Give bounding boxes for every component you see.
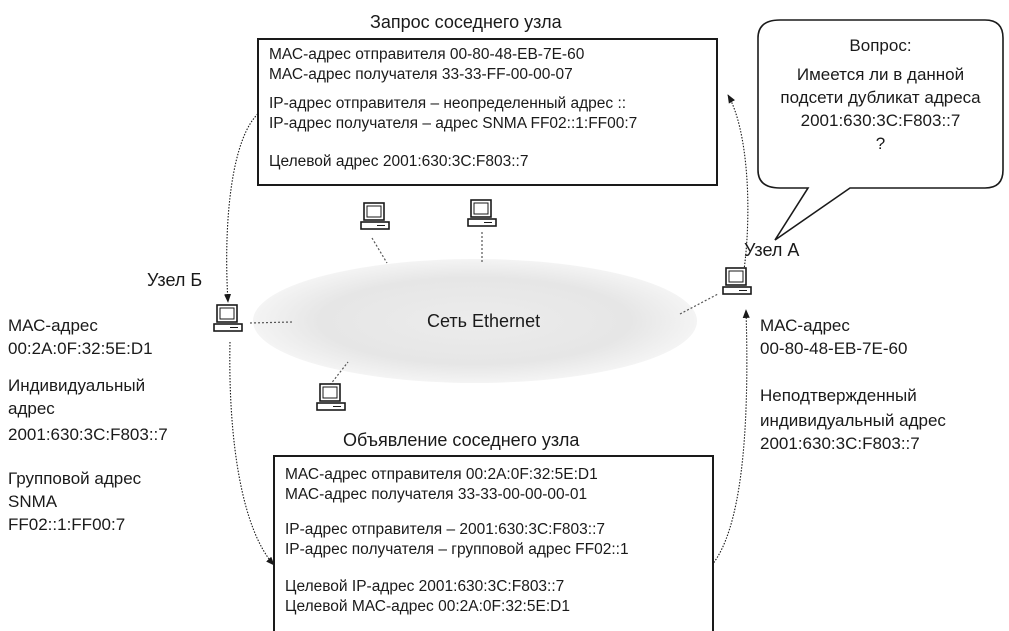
node-b-unicast-caption: Индивидуальный (8, 376, 146, 395)
link-host-3 (329, 361, 349, 386)
node-b-group-caption: Групповой адрес (8, 469, 142, 488)
advert-target-mac: Целевой МАС-адрес 00:2A:0F:32:5E:D1 (285, 598, 570, 615)
node-b-label: Узел Б (147, 270, 203, 290)
computer-icon (467, 199, 497, 227)
request-src-ip: IP-адрес отправителя – неопределенный ад… (269, 95, 627, 112)
node-a-tentative-caption: Неподтвержденный (760, 386, 917, 405)
request-dst-ip: IP-адрес получателя – адрес SNMA FF02::1… (269, 115, 638, 132)
advert-target-ip: Целевой IP-адрес 2001:630:3C:F803::7 (285, 578, 565, 595)
node-b-mac-caption: МАС-адрес (8, 316, 98, 335)
request-dst-mac: МАС-адрес получателя 33-33-FF-00-00-07 (269, 66, 573, 83)
arrow-a-to-request (727, 94, 749, 271)
question-heading: Вопрос: (849, 36, 912, 55)
question-text: Вопрос: Имеется ли в данной подсети дубл… (758, 34, 1003, 155)
node-a-mac: 00-80-48-ЕВ-7Е-60 (760, 339, 908, 358)
advert-box: МАС-адрес отправителя 00:2A:0F:32:5E:D1 … (273, 455, 714, 631)
node-b-unicast-caption-2: адрес (8, 399, 55, 418)
question-line: Имеется ли в данной (796, 65, 965, 84)
arrow-b-to-advert (229, 341, 275, 566)
computer-icon (360, 202, 390, 230)
node-b-computer-icon (213, 304, 243, 332)
node-b-group-address: FF02::1:FF00:7 (8, 515, 126, 534)
computer-icon (316, 383, 346, 411)
link-host-1 (371, 237, 388, 264)
request-target: Целевой адрес 2001:630:3C:F803::7 (269, 153, 529, 170)
node-a-tentative-caption-2: индивидуальный адрес (760, 411, 946, 430)
node-a-mac-caption: МАС-адрес (760, 316, 850, 335)
arrow-advert-to-a (711, 309, 750, 566)
network-label: Сеть Ethernet (427, 311, 541, 331)
request-title: Запрос соседнего узла (370, 12, 562, 32)
advert-src-ip: IP-адрес отправителя – 2001:630:3C:F803:… (285, 521, 606, 538)
advert-src-mac: МАС-адрес отправителя 00:2A:0F:32:5E:D1 (285, 466, 598, 483)
question-mark: ? (875, 134, 886, 153)
node-a-computer-icon (722, 267, 752, 295)
node-b-unicast-address: 2001:630:3C:F803::7 (8, 425, 168, 444)
link-node-a (679, 293, 719, 315)
node-b-group-caption-2: SNMA (8, 492, 58, 511)
question-line: подсети дубликат адреса (780, 88, 981, 107)
request-box: МАС-адрес отправителя 00-80-48-ЕВ-7Е-60 … (257, 38, 718, 186)
request-src-mac: МАС-адрес отправителя 00-80-48-ЕВ-7Е-60 (269, 46, 585, 63)
question-bubble (757, 19, 1004, 241)
link-node-b (249, 321, 293, 324)
ethernet-cloud (253, 259, 697, 383)
advert-dst-ip: IP-адрес получателя – групповой адрес FF… (285, 541, 629, 558)
node-a-label: Узел А (744, 240, 800, 260)
node-a-tentative-address: 2001:630:3C:F803::7 (760, 434, 920, 453)
advert-dst-mac: МАС-адрес получателя 33-33-00-00-00-01 (285, 486, 588, 503)
node-b-mac: 00:2A:0F:32:5E:D1 (8, 339, 153, 358)
advert-title: Объявление соседнего узла (343, 430, 580, 450)
arrow-request-to-b (224, 111, 261, 303)
question-line: 2001:630:3C:F803::7 (800, 111, 961, 130)
